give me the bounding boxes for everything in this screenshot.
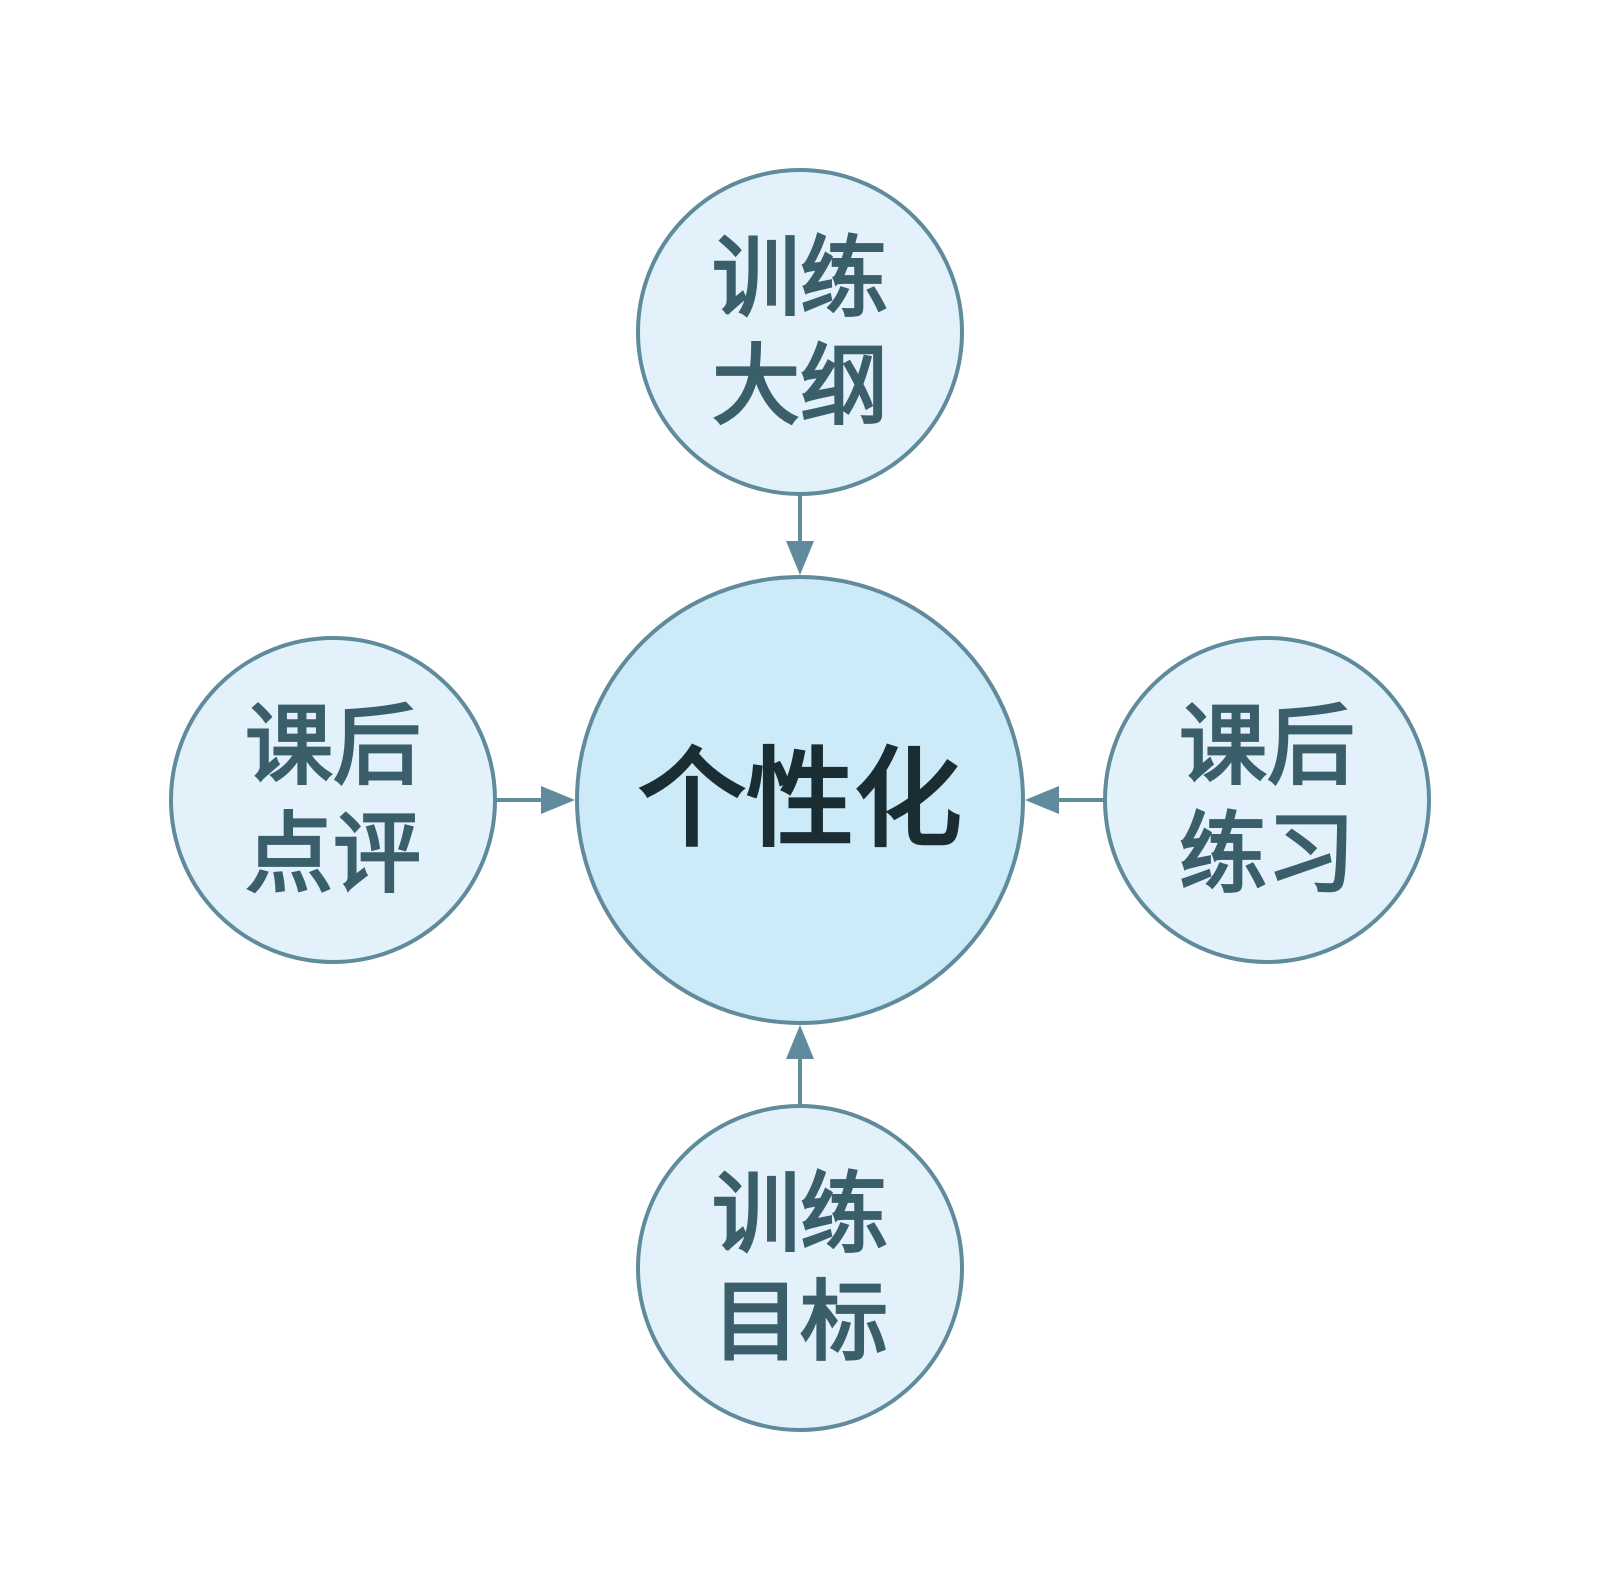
center-circle bbox=[575, 575, 1025, 1025]
node-bottom-label-line1: 训练 bbox=[712, 1163, 888, 1266]
node-bottom-circle bbox=[636, 1104, 964, 1432]
node-right-circle bbox=[1103, 636, 1431, 964]
node-top: 训练 大纲 bbox=[636, 168, 964, 496]
center-node: 个性化 bbox=[575, 575, 1025, 1025]
arrow-head-top bbox=[786, 541, 814, 575]
node-bottom: 训练 目标 bbox=[636, 1104, 964, 1432]
center-label: 个性化 bbox=[638, 738, 962, 863]
node-right: 课后 练习 bbox=[1103, 636, 1431, 964]
node-bottom-label-line2: 目标 bbox=[712, 1271, 888, 1374]
node-top-label-line2: 大纲 bbox=[712, 335, 888, 438]
arrow-head-bottom bbox=[786, 1025, 814, 1059]
node-left: 课后 点评 bbox=[169, 636, 497, 964]
node-right-label-line2: 练习 bbox=[1179, 803, 1355, 906]
node-top-circle bbox=[636, 168, 964, 496]
node-left-label-line1: 课后 bbox=[245, 695, 421, 798]
node-right-label-line1: 课后 bbox=[1179, 695, 1355, 798]
node-left-label-line2: 点评 bbox=[245, 803, 421, 906]
node-left-circle bbox=[169, 636, 497, 964]
node-top-label-line1: 训练 bbox=[712, 227, 888, 330]
arrow-head-left bbox=[541, 786, 575, 814]
connectors bbox=[496, 495, 1104, 1104]
arrow-head-right bbox=[1025, 786, 1059, 814]
